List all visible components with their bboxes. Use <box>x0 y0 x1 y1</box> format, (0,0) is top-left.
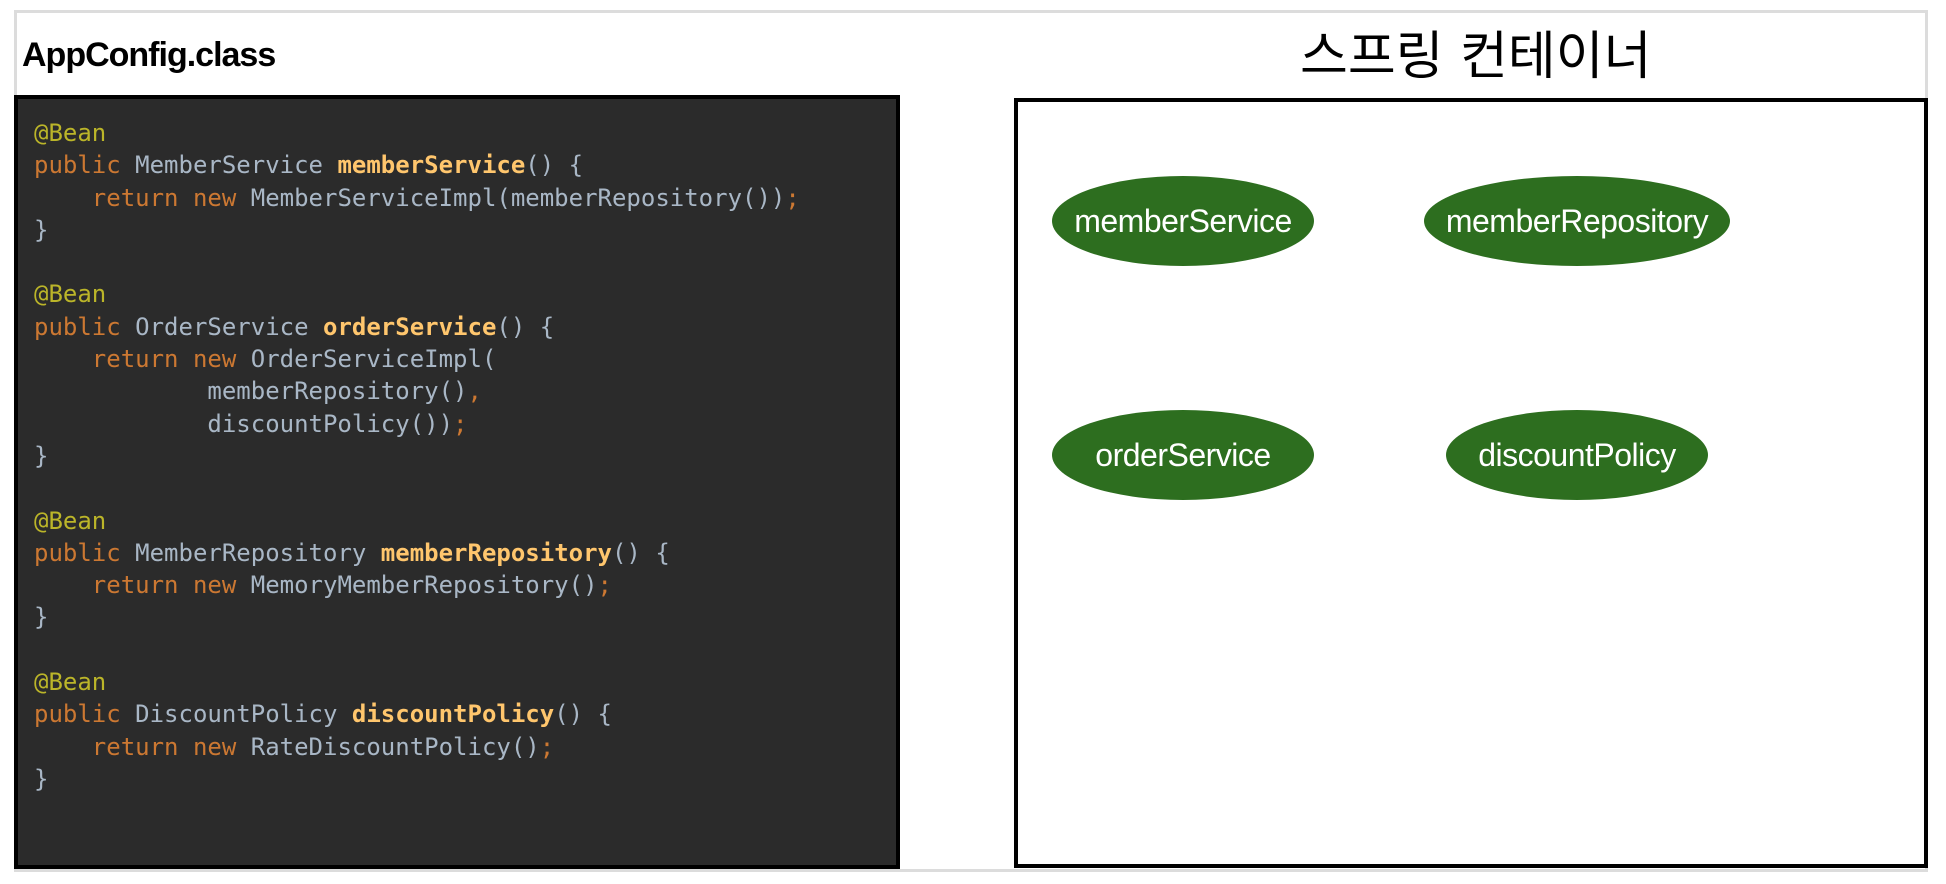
code-line: public DiscountPolicy discountPolicy() { <box>34 698 896 730</box>
code-token: return new <box>34 183 251 212</box>
code-token: () { <box>496 312 555 341</box>
code-line: @Bean <box>34 117 896 149</box>
code-token: public <box>34 151 136 180</box>
code-line: @Bean <box>34 666 896 698</box>
code-token: public <box>34 538 136 567</box>
code-line: @Bean <box>34 505 896 537</box>
code-line <box>34 246 896 278</box>
code-line <box>34 472 896 504</box>
code-line: @Bean <box>34 278 896 310</box>
code-token: ; <box>597 571 612 600</box>
code-token: () { <box>525 151 584 180</box>
code-token: () { <box>611 538 670 567</box>
code-line: discountPolicy()); <box>34 408 896 440</box>
code-token: () { <box>554 700 612 729</box>
code-token: MemberRepository <box>135 538 381 567</box>
code-token: @Bean <box>34 506 107 535</box>
code-line: } <box>34 214 896 246</box>
bean-discount-policy: discountPolicy <box>1446 410 1708 500</box>
bean-member-repository: memberRepository <box>1424 176 1730 266</box>
bean-order-service: orderService <box>1052 410 1314 500</box>
code-line: } <box>34 440 896 472</box>
bean-member-service: memberService <box>1052 176 1314 266</box>
code-token: MemberServiceImpl(memberRepository()) <box>250 183 786 212</box>
code-token: ; <box>453 409 468 438</box>
code-token: RateDiscountPolicy() <box>250 732 540 761</box>
code-token: , <box>467 377 482 406</box>
code-token: discountPolicy <box>351 700 555 729</box>
code-token: @Bean <box>34 119 107 147</box>
code-token: } <box>34 603 49 632</box>
code-token: ; <box>539 732 555 761</box>
code-token: return new <box>34 345 251 374</box>
code-line: public MemberRepository memberRepository… <box>34 537 896 569</box>
code-line: public MemberService memberService() { <box>34 149 896 181</box>
code-line: return new OrderServiceImpl( <box>34 343 896 375</box>
spring-container-box: memberService memberRepository orderServ… <box>1014 98 1928 868</box>
code-token: OrderServiceImpl( <box>250 345 497 374</box>
code-line <box>34 634 896 666</box>
code-panel-title: AppConfig.class <box>22 36 276 74</box>
code-token: } <box>34 441 49 470</box>
code-token: DiscountPolicy <box>135 700 352 729</box>
code-token: public <box>34 312 136 341</box>
code-token: MemberService <box>135 151 338 180</box>
code-token: MemoryMemberRepository() <box>250 571 598 600</box>
code-token: discountPolicy()) <box>34 409 454 438</box>
code-token: return new <box>34 571 251 600</box>
code-token: } <box>34 215 49 244</box>
code-token: @Bean <box>34 280 107 309</box>
code-line: memberRepository(), <box>34 375 896 407</box>
code-line: return new MemoryMemberRepository(); <box>34 569 896 601</box>
code-line: return new MemberServiceImpl(memberRepos… <box>34 182 896 214</box>
code-token: memberRepository() <box>34 377 468 406</box>
code-token: memberRepository <box>380 538 612 567</box>
code-line: } <box>34 601 896 633</box>
code-token: public <box>34 700 136 729</box>
code-line: public OrderService orderService() { <box>34 311 896 343</box>
code-line: return new RateDiscountPolicy(); <box>34 731 896 763</box>
code-token: @Bean <box>34 668 107 697</box>
code-token: OrderService <box>135 312 323 341</box>
container-title: 스프링 컨테이너 <box>1300 27 1652 87</box>
code-token: memberService <box>337 151 526 180</box>
code-line: } <box>34 763 896 795</box>
code-token: orderService <box>323 312 497 341</box>
code-token: } <box>34 764 49 793</box>
code-token: ; <box>785 183 800 212</box>
code-token: return new <box>34 732 251 761</box>
